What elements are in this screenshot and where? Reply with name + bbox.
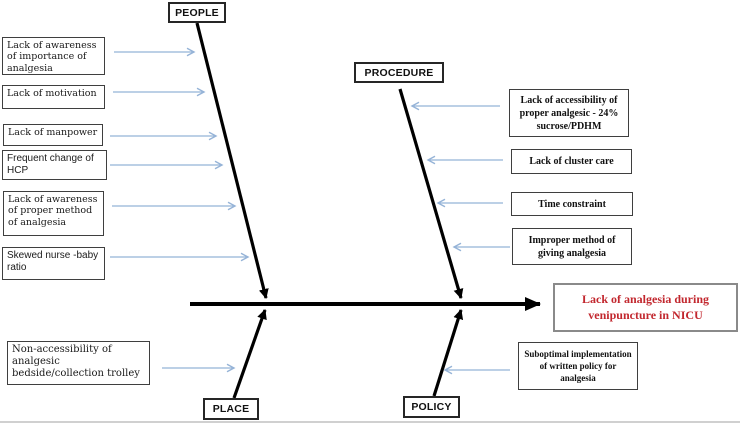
cause-box-cluster-care: Lack of cluster care (511, 149, 632, 174)
category-label-procedure: PROCEDURE (354, 62, 444, 83)
cause-box-manpower: Lack of manpower (3, 124, 103, 146)
people-branch-line (195, 22, 269, 299)
cause-box-time-constraint: Time constraint (511, 192, 633, 216)
category-label-place: PLACE (203, 398, 259, 420)
policy-branch-line (432, 309, 464, 397)
category-label-policy: POLICY (403, 396, 460, 418)
cause-box-policy-implementation: Suboptimal implementation of written pol… (518, 342, 638, 390)
cause-box-awareness-method: Lack of awareness of proper method of an… (3, 191, 104, 236)
cause-box-hcp-change: Frequent change of HCP (2, 150, 107, 180)
effect-box: Lack of analgesia during venipuncture in… (553, 283, 738, 332)
place-branch-line (232, 309, 267, 399)
cause-box-trolley-accessibility: Non-accessibility of analgesic bedside/c… (7, 341, 150, 385)
cause-box-awareness-importance: Lack of awareness of importance of analg… (2, 37, 105, 75)
category-label-people: PEOPLE (168, 2, 226, 23)
procedure-branch-line (398, 88, 464, 299)
cause-box-improper-method: Improper method of giving analgesia (512, 228, 632, 265)
cause-box-motivation: Lack of motivation (2, 85, 105, 109)
cause-box-analgesic-accessibility: Lack of accessibility of proper analgesi… (509, 89, 629, 137)
cause-box-nurse-ratio: Skewed nurse -baby ratio (2, 247, 105, 280)
